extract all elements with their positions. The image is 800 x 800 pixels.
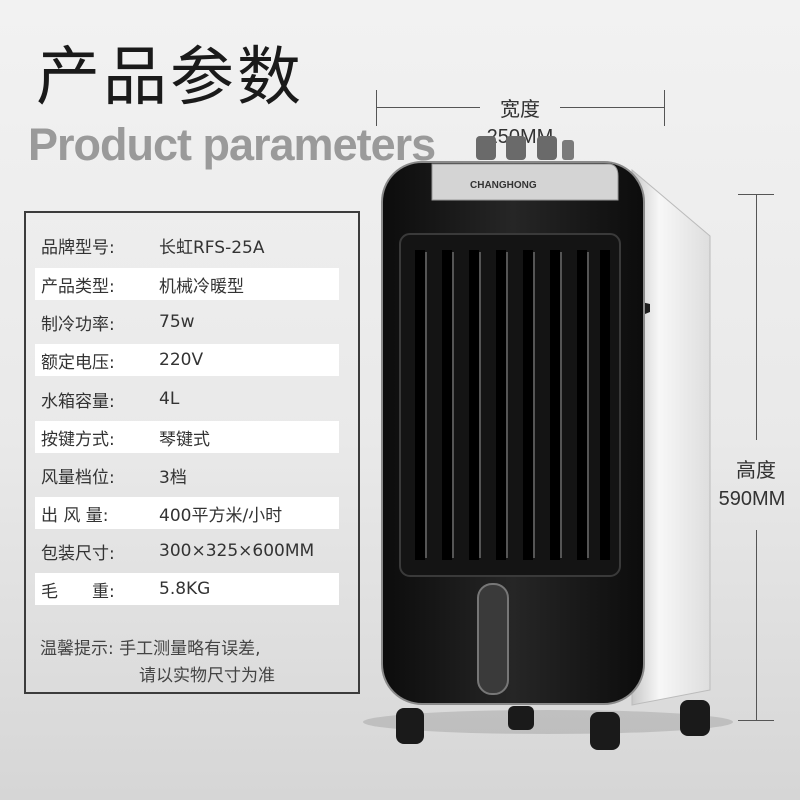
width-dim-line-left	[376, 107, 480, 108]
height-dim-line-top	[756, 194, 757, 440]
louver-highlights	[425, 252, 589, 558]
spec-value: 75w	[159, 312, 195, 332]
spec-row-product-type: 产品类型: 机械冷暖型	[35, 268, 339, 300]
louver-window	[399, 233, 621, 577]
spec-value: 3档	[159, 467, 187, 488]
spec-value: 长虹RFS-25A	[159, 237, 265, 258]
spec-value: 机械冷暖型	[159, 276, 244, 297]
spec-row-tank-capacity: 水箱容量: 4L	[35, 383, 339, 415]
spec-row-rated-voltage: 额定电压: 220V	[35, 344, 339, 376]
note-text-2: 请以实物尺寸为准	[139, 666, 275, 686]
spec-value: 5.8KG	[159, 579, 211, 599]
spec-row-brand-model: 品牌型号: 长虹RFS-25A	[35, 229, 339, 261]
spec-label: 制冷功率:	[41, 314, 115, 335]
brand-logo: CHANGHONG	[470, 180, 537, 191]
spec-label: 水箱容量:	[41, 391, 115, 412]
spec-label: 品牌型号:	[41, 237, 115, 258]
note-text-1: 手工测量略有误差,	[119, 639, 261, 659]
spec-row-air-volume: 出 风 量: 400平方米/小时	[35, 497, 339, 529]
height-dim-bottom-tick	[738, 720, 774, 721]
floor-shadow	[363, 710, 733, 734]
height-dim-label: 高度	[736, 460, 776, 482]
spec-table-frame	[24, 211, 360, 694]
height-dim-line-bottom	[756, 530, 757, 720]
height-dim-top-tick	[738, 194, 774, 195]
width-dim-left-tick	[376, 90, 377, 126]
spec-value: 300×325×600MM	[159, 541, 315, 561]
note-label: 温馨提示:	[40, 639, 114, 659]
spec-value: 220V	[159, 350, 204, 370]
louver-blades	[415, 250, 610, 560]
page-subtitle: Product parameters	[28, 119, 436, 170]
control-knobs	[476, 136, 574, 160]
spec-label: 额定电压:	[41, 352, 115, 373]
control-panel	[431, 163, 619, 201]
width-dim-right-tick	[664, 90, 665, 126]
spec-label: 风量档位:	[41, 467, 115, 488]
width-dim-line-right	[560, 107, 664, 108]
spec-label: 毛 重:	[41, 581, 115, 602]
spec-label: 包装尺寸:	[41, 543, 115, 564]
note-line-1: 温馨提示: 手工测量略有误差,	[40, 636, 275, 663]
spec-label: 出 风 量:	[41, 505, 109, 526]
height-dim-value: 590MM	[718, 488, 786, 510]
spec-label: 按键方式:	[41, 429, 115, 450]
spec-label: 产品类型:	[41, 276, 115, 297]
spec-value: 琴键式	[159, 429, 210, 450]
spec-row-package-size: 包装尺寸: 300×325×600MM	[35, 535, 339, 567]
note-block: 温馨提示: 手工测量略有误差, 请以实物尺寸为准	[40, 636, 275, 690]
spec-value: 400平方米/小时	[159, 505, 283, 526]
spec-value: 4L	[159, 389, 180, 409]
page-title: 产品参数	[36, 41, 304, 115]
spec-row-key-type: 按键方式: 琴键式	[35, 421, 339, 453]
casters	[396, 700, 710, 750]
spec-row-cooling-power: 制冷功率: 75w	[35, 306, 339, 338]
spec-row-gross-weight: 毛 重: 5.8KG	[35, 573, 339, 605]
spec-row-air-speed: 风量档位: 3档	[35, 459, 339, 491]
water-level-window	[477, 583, 509, 695]
width-dim-label: 宽度	[500, 99, 540, 121]
